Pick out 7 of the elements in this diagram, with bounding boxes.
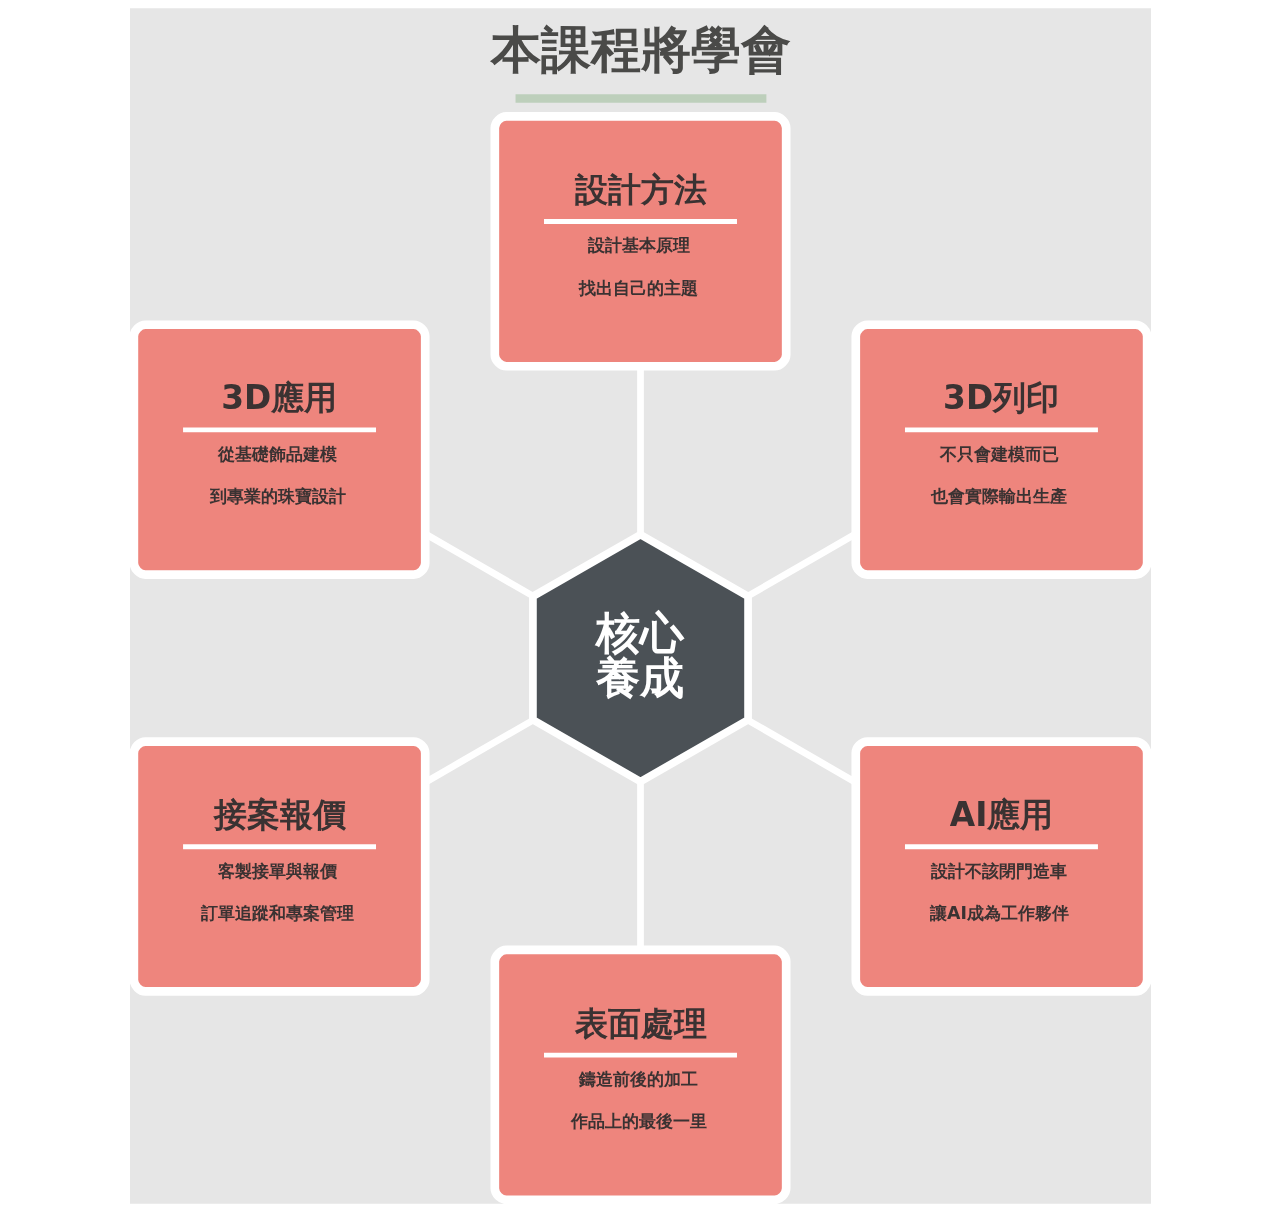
- node-box: 接案報價 客製接單與報價 訂單追蹤和專案管理: [129, 737, 430, 996]
- diagram-title: 本課程將學會: [490, 19, 791, 79]
- node-box: 3D應用 從基礎飾品建模 到專業的珠寶設計: [129, 320, 430, 579]
- node-box: AI應用 設計不該閉門造車 讓AI成為工作夥伴: [850, 737, 1151, 996]
- node-box: 表面處理 鑄造前後的加工 作品上的最後一里: [489, 945, 790, 1204]
- node-box: 設計方法 設計基本原理 找出自己的主題: [489, 112, 790, 371]
- node-box: 3D列印 不只會建模而已 也會實際輸出生產: [850, 320, 1151, 579]
